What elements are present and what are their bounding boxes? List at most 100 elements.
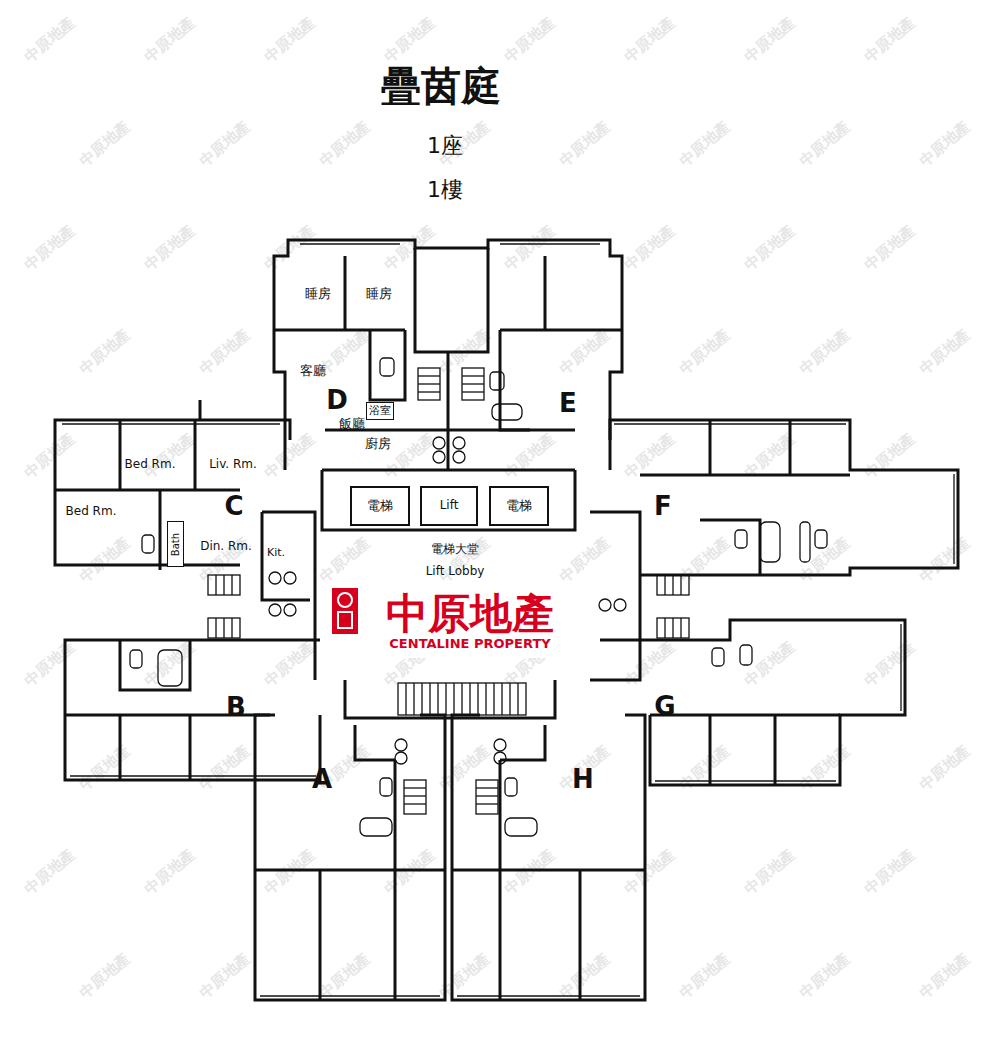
unit-letter: G	[654, 692, 675, 721]
unit-letter: F	[654, 492, 672, 521]
watermark: 中原地產	[381, 845, 439, 898]
watermark: 中原地產	[501, 429, 559, 482]
node-text: 浴室	[369, 405, 391, 417]
agency-logo: 中原地產CENTALINE PROPERTY	[362, 584, 578, 658]
watermark: 中原地產	[501, 221, 559, 274]
watermark: 中原地產	[141, 13, 199, 66]
watermark: 中原地產	[556, 949, 614, 1002]
watermark: 中原地產	[796, 533, 854, 586]
room-label: Bed Rm.	[66, 505, 117, 518]
unit-letter: H	[572, 765, 594, 794]
lift-box: 電梯	[489, 486, 549, 526]
watermark: 中原地產	[796, 325, 854, 378]
watermark: 中原地產	[916, 533, 974, 586]
lobby-label: 電梯大堂	[431, 543, 479, 556]
watermark: 中原地產	[861, 845, 919, 898]
plan-title: 疊茵庭	[381, 64, 501, 108]
watermark: 中原地產	[76, 533, 134, 586]
watermark: 中原地產	[261, 221, 319, 274]
node-text: CENTALINE PROPERTY	[389, 637, 550, 651]
watermark: 中原地產	[621, 221, 679, 274]
room-label: 客廳	[300, 364, 326, 378]
watermark: 中原地產	[741, 13, 799, 66]
watermark: 中原地產	[861, 13, 919, 66]
room-label: 廚房	[365, 437, 391, 451]
bath-box: Bath	[167, 521, 184, 567]
watermark: 中原地產	[381, 13, 439, 66]
watermark: 中原地產	[501, 845, 559, 898]
bathroom-box: 浴室	[366, 402, 394, 420]
watermark: 中原地產	[196, 741, 254, 794]
watermark: 中原地產	[196, 325, 254, 378]
watermark: 中原地產	[861, 637, 919, 690]
unit-letter: A	[312, 765, 332, 794]
watermark: 中原地產	[141, 429, 199, 482]
room-label: Bed Rm.	[125, 458, 176, 471]
watermark: 中原地產	[21, 637, 79, 690]
watermark: 中原地產	[621, 13, 679, 66]
watermark: 中原地產	[196, 949, 254, 1002]
watermark: 中原地產	[261, 13, 319, 66]
watermark: 中原地產	[796, 117, 854, 170]
watermark: 中原地產	[676, 533, 734, 586]
node-text: 中原地產	[386, 591, 554, 637]
unit-letter: E	[559, 389, 577, 418]
unit-letter: D	[326, 386, 348, 415]
watermark: 中原地產	[556, 117, 614, 170]
lift-box: 電梯	[350, 486, 410, 526]
watermark: 中原地產	[76, 949, 134, 1002]
watermark: 中原地產	[916, 741, 974, 794]
watermark: 中原地產	[796, 949, 854, 1002]
room-label: Din. Rm.	[200, 540, 252, 553]
room-label: 飯廳	[339, 417, 365, 431]
watermark: 中原地產	[261, 637, 319, 690]
watermark: 中原地產	[621, 637, 679, 690]
watermark: 中原地產	[676, 325, 734, 378]
watermark: 中原地產	[261, 845, 319, 898]
watermark: 中原地產	[676, 117, 734, 170]
watermark: 中原地產	[556, 533, 614, 586]
watermark: 中原地產	[796, 741, 854, 794]
watermark: 中原地產	[141, 221, 199, 274]
watermark: 中原地產	[76, 741, 134, 794]
watermark: 中原地產	[316, 533, 374, 586]
watermark: 中原地產	[21, 429, 79, 482]
watermark: 中原地產	[21, 845, 79, 898]
node-text: Lift	[440, 499, 459, 512]
unit-letter: B	[226, 693, 246, 722]
watermark: 中原地產	[76, 325, 134, 378]
watermark: 中原地產	[676, 741, 734, 794]
watermark: 中原地產	[316, 117, 374, 170]
room-label: 睡房	[305, 287, 331, 301]
node-text: 電梯	[367, 499, 393, 513]
lift-box: Lift	[420, 486, 478, 526]
watermark: 中原地產	[741, 845, 799, 898]
watermark: 中原地產	[916, 117, 974, 170]
room-label: Kit.	[267, 547, 285, 559]
watermark: 中原地產	[316, 949, 374, 1002]
watermark: 中原地產	[621, 845, 679, 898]
watermark: 中原地產	[916, 949, 974, 1002]
watermark: 中原地產	[556, 325, 614, 378]
watermark: 中原地產	[141, 845, 199, 898]
lobby-label: Lift Lobby	[426, 565, 485, 578]
watermark: 中原地產	[21, 13, 79, 66]
watermark: 中原地產	[436, 533, 494, 586]
watermark: 中原地產	[861, 429, 919, 482]
room-label: 睡房	[366, 287, 392, 301]
floor-number: 1樓	[427, 178, 463, 202]
room-label: Liv. Rm.	[209, 458, 257, 471]
node-text: 電梯	[506, 499, 532, 513]
watermark: 中原地產	[676, 949, 734, 1002]
watermark: 中原地產	[501, 13, 559, 66]
watermark: 中原地產	[916, 325, 974, 378]
block-number: 1座	[427, 134, 463, 158]
watermark: 中原地產	[76, 117, 134, 170]
watermark: 中原地產	[861, 221, 919, 274]
watermark: 中原地產	[196, 117, 254, 170]
watermark: 中原地產	[741, 221, 799, 274]
watermark: 中原地產	[21, 221, 79, 274]
unit-letter: C	[224, 492, 243, 521]
